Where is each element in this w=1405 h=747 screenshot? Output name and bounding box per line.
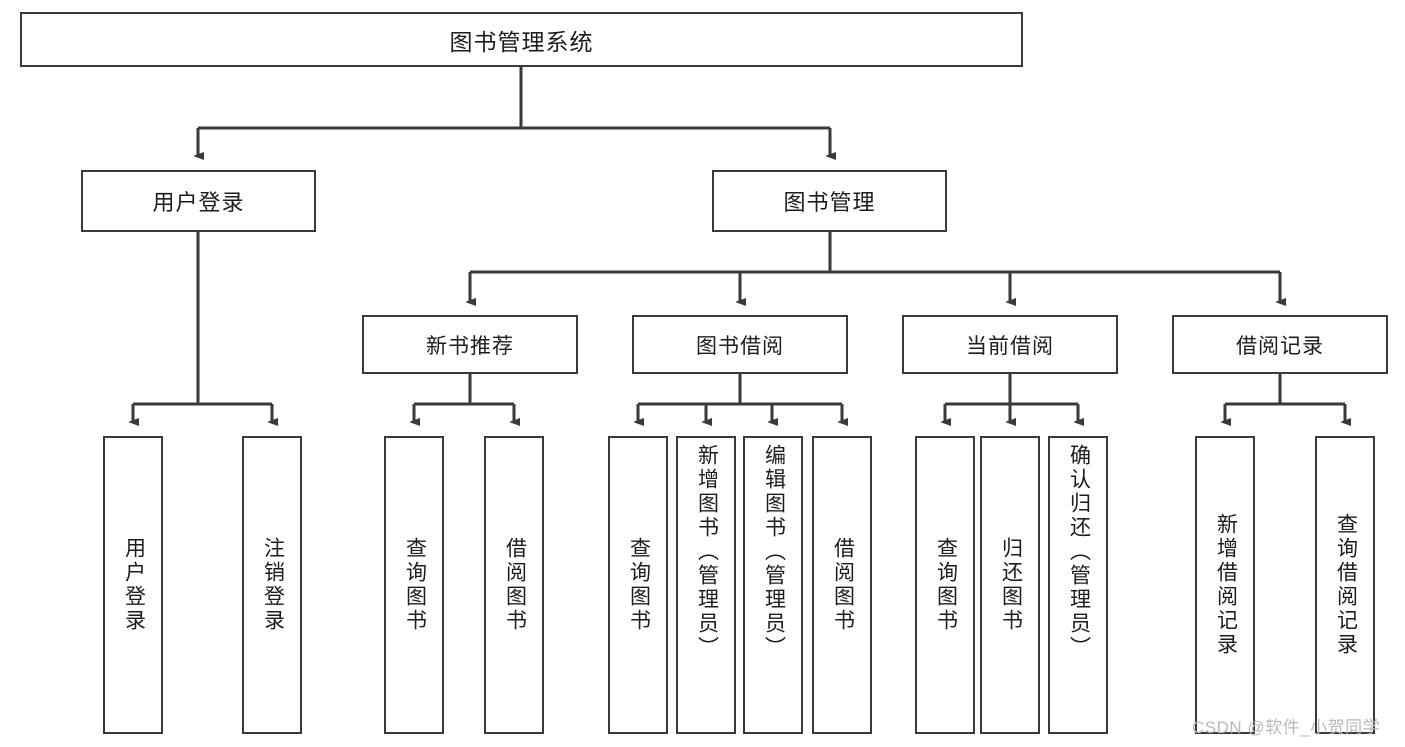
leaf-label: 借阅图书 [831, 537, 855, 633]
leaf-borrow-record-query-record[interactable]: 查询借阅记录 [1315, 436, 1375, 734]
leaf-label: 查询借阅记录 [1334, 513, 1358, 657]
node-current-borrow-label: 当前借阅 [966, 334, 1054, 358]
leaf-label: 注销登录 [261, 537, 285, 633]
leaf-label: 借阅图书 [503, 537, 527, 633]
watermark: CSDN @软件_小贺同学 [1192, 718, 1381, 737]
leaf-borrow-record-add-record[interactable]: 新增借阅记录 [1195, 436, 1255, 734]
node-borrow-record-label: 借阅记录 [1236, 334, 1324, 358]
leaf-label: 确认归还（管理员） [1067, 444, 1091, 660]
leaf-book-borrow-edit-book-admin[interactable]: 编辑图书（管理员） [743, 436, 803, 734]
node-current-borrow[interactable]: 当前借阅 [902, 315, 1118, 374]
node-borrow-record[interactable]: 借阅记录 [1172, 315, 1388, 374]
leaf-label: 查询图书 [934, 537, 958, 633]
node-book-borrow-label: 图书借阅 [696, 334, 784, 358]
leaf-label: 新增借阅记录 [1214, 513, 1238, 657]
node-book-borrow[interactable]: 图书借阅 [632, 315, 848, 374]
leaf-user-login-login[interactable]: 用户登录 [103, 436, 163, 734]
leaf-new-book-borrow-book[interactable]: 借阅图书 [484, 436, 544, 734]
node-book-management[interactable]: 图书管理 [712, 170, 947, 232]
leaf-label: 查询图书 [403, 537, 427, 633]
leaf-current-borrow-return-book[interactable]: 归还图书 [980, 436, 1040, 734]
leaf-label: 编辑图书（管理员） [762, 444, 786, 660]
node-root-book-management-system[interactable]: 图书管理系统 [20, 12, 1023, 67]
leaf-label: 查询图书 [627, 537, 651, 633]
node-root-label: 图书管理系统 [449, 28, 594, 55]
leaf-label: 归还图书 [999, 537, 1023, 633]
leaf-user-login-logout[interactable]: 注销登录 [242, 436, 302, 734]
leaf-label: 用户登录 [122, 537, 146, 633]
leaf-book-borrow-add-book-admin[interactable]: 新增图书（管理员） [676, 436, 736, 734]
node-new-book-recommend-label: 新书推荐 [426, 334, 514, 358]
leaf-book-borrow-query-book[interactable]: 查询图书 [608, 436, 668, 734]
leaf-current-borrow-confirm-return-admin[interactable]: 确认归还（管理员） [1048, 436, 1108, 734]
leaf-current-borrow-query-book[interactable]: 查询图书 [915, 436, 975, 734]
node-book-management-label: 图书管理 [783, 190, 876, 215]
node-user-login-label: 用户登录 [152, 190, 245, 215]
node-new-book-recommend[interactable]: 新书推荐 [362, 315, 578, 374]
leaf-label: 新增图书（管理员） [695, 444, 719, 660]
node-user-login[interactable]: 用户登录 [81, 170, 316, 232]
leaf-new-book-query-book[interactable]: 查询图书 [384, 436, 444, 734]
leaf-book-borrow-borrow-book[interactable]: 借阅图书 [812, 436, 872, 734]
